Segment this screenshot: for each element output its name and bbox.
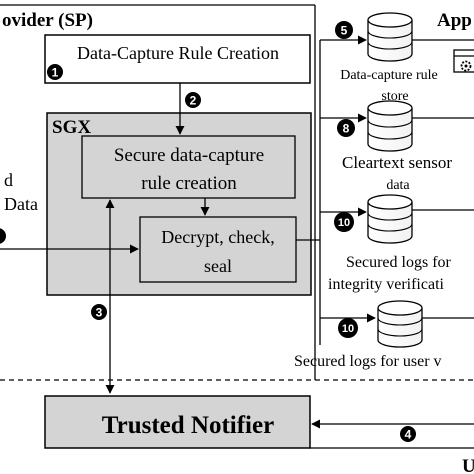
app-gear-icon — [453, 49, 474, 73]
database-icon-integrity-logs — [367, 194, 413, 244]
user-region-title: U — [462, 456, 474, 474]
decrypt-check-seal-box — [139, 216, 297, 283]
svg-text:2: 2 — [190, 94, 197, 108]
secure-rule-creation-box — [81, 135, 296, 199]
application-title: App — [437, 10, 472, 31]
step-4-badge — [400, 426, 416, 442]
store-2-label-2: data — [386, 178, 410, 193]
left-data-label-1: d — [4, 170, 13, 190]
step-1-badge — [47, 64, 63, 80]
left-step-badge — [0, 228, 6, 244]
secure-rule-line1: Secure data-capture — [114, 145, 264, 166]
trusted-notifier-box — [44, 395, 311, 449]
decrypt-line2: seal — [204, 256, 232, 276]
database-icon-rule-store — [367, 12, 413, 62]
database-icon-sensor-data — [367, 100, 413, 152]
svg-text:10: 10 — [342, 323, 354, 335]
sgx-label: SGX — [52, 117, 91, 138]
svg-text:5: 5 — [341, 24, 348, 38]
store-1-label-1: Data-capture rule — [340, 68, 438, 83]
database-icon-user-logs — [377, 300, 423, 348]
store-3-label-2: integrity verificati — [328, 276, 445, 293]
step-2-badge — [185, 92, 201, 108]
rule-creation-label: Data-Capture Rule Creation — [77, 43, 279, 63]
store-1-label-2: store — [381, 89, 408, 104]
store-2-label-1: Cleartext sensor — [342, 153, 452, 172]
store-3-label-1: Secured logs for — [346, 254, 452, 271]
rule-creation-box — [44, 34, 311, 84]
svg-text:3: 3 — [96, 306, 103, 320]
step-8-badge — [337, 119, 355, 137]
decrypt-line1: Decrypt, check, — [161, 227, 274, 247]
store-4-label-1: Secured logs for user v — [294, 353, 442, 370]
svg-text:1: 1 — [52, 66, 59, 80]
svg-text:8: 8 — [343, 122, 350, 136]
left-data-label-2: Data — [4, 194, 38, 214]
service-provider-title: ovider (SP) — [2, 10, 93, 31]
trusted-notifier-label: Trusted Notifier — [102, 412, 274, 439]
step-10-badge-b — [338, 318, 358, 338]
svg-text:4: 4 — [405, 428, 412, 442]
svg-text:10: 10 — [338, 217, 350, 229]
secure-rule-line2: rule creation — [141, 173, 237, 194]
step-10-badge-a — [334, 212, 354, 232]
step-3-badge — [91, 304, 107, 320]
step-5-badge — [335, 21, 353, 39]
